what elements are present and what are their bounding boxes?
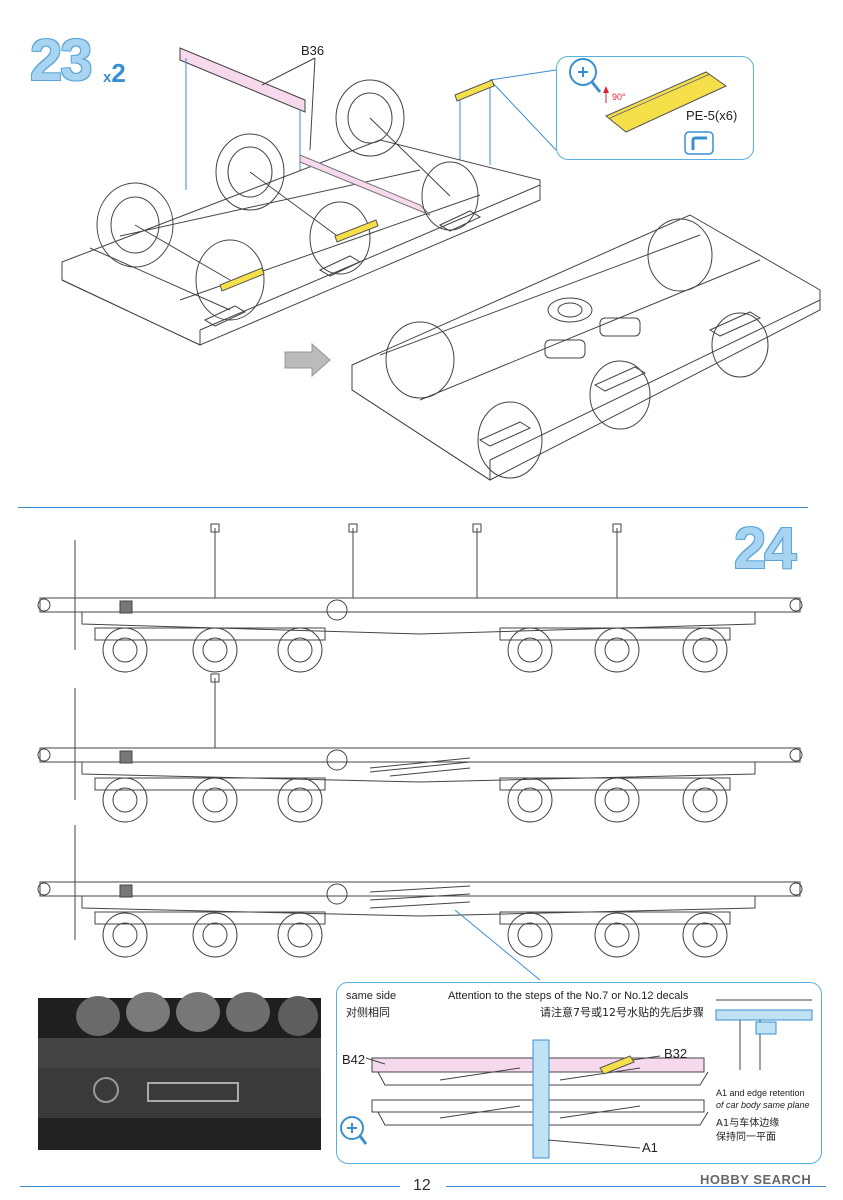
- angle-label: 90°: [612, 92, 626, 102]
- pe5-detail-illustration: [569, 58, 728, 155]
- part-label-b32: B32: [664, 1046, 688, 1061]
- railcar-view-3: [37, 825, 803, 981]
- railcar-side-views: [37, 523, 803, 981]
- note-a1-cn1: A1与车体边缘: [716, 1118, 780, 1129]
- footer-rule-right: [446, 1186, 826, 1187]
- railcar-view-2: [37, 673, 803, 823]
- step-number-23: 23: [30, 28, 92, 93]
- part-label-a1: A1: [642, 1140, 658, 1155]
- part-label-pe5: PE-5(x6): [686, 108, 738, 123]
- section-divider: [18, 507, 808, 508]
- note-a1-line1: A1 and edge retention: [716, 1088, 805, 1098]
- bogie-assembly-illustration: [61, 47, 821, 481]
- step-number-24: 24: [734, 516, 796, 581]
- part-label-b42: B42: [342, 1052, 366, 1067]
- note-same-side-cn: 对侧相同: [346, 1006, 390, 1019]
- magnifier-icon: [341, 1117, 342, 1118]
- note-same-side-en: same side: [346, 990, 397, 1002]
- note-a1-cn2: 保持同一平面: [716, 1132, 776, 1143]
- note-attention-en: Attention to the steps of the No.7 or No…: [448, 990, 689, 1002]
- note-attention-cn: 请注意7号或12号水贴的先后步骤: [540, 1006, 704, 1019]
- note-a1-line2: of car body same plane: [716, 1100, 810, 1110]
- footer-rule: [20, 1186, 400, 1187]
- step-multiplier: x2: [103, 58, 126, 88]
- reference-photo: [38, 992, 321, 1150]
- part-label-b36: B36: [301, 43, 325, 58]
- page-number: 12: [413, 1177, 431, 1194]
- railcar-view-1: [37, 523, 803, 673]
- watermark: HOBBY SEARCH: [700, 1172, 812, 1187]
